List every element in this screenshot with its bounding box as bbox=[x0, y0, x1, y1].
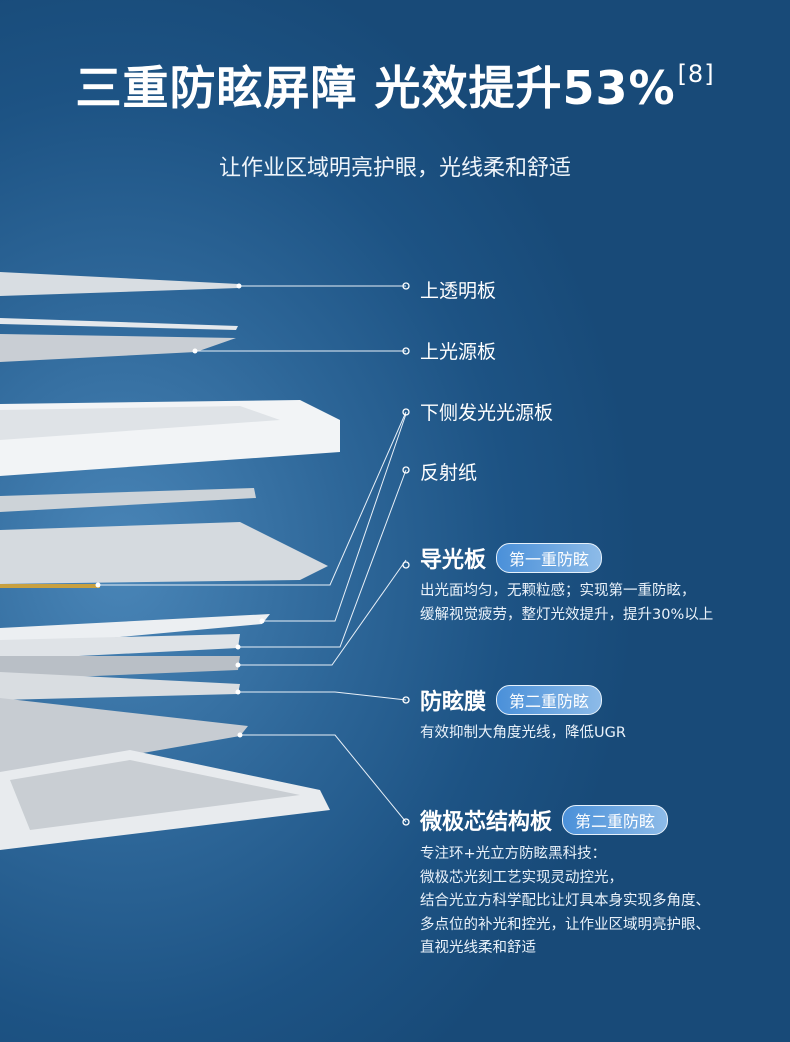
label-top-light-source-board: 上光源板 bbox=[420, 341, 497, 363]
layer-top-transparent-panel bbox=[0, 272, 239, 296]
footnote-ref: [8] bbox=[677, 60, 715, 88]
label-anchor-rings bbox=[402, 282, 410, 826]
anti-glare-film-description: 有效抑制大角度光线，降低UGR bbox=[420, 725, 626, 741]
layer-bottom-frame bbox=[0, 750, 330, 850]
layer-strip bbox=[0, 488, 256, 512]
label-reflector-paper: 反射纸 bbox=[420, 462, 478, 484]
micro-structure-heading: 微极芯结构板第二重防眩 bbox=[420, 804, 669, 836]
leader-dots bbox=[95, 283, 265, 738]
layer-top-light-source-board bbox=[0, 334, 236, 362]
leader-lines bbox=[98, 285, 407, 823]
anti-glare-film-heading: 防眩膜第二重防眩 bbox=[420, 684, 603, 716]
layer-frame-outline bbox=[0, 318, 238, 330]
light-guide-heading: 导光板第一重防眩 bbox=[420, 542, 603, 574]
layer-white-housing bbox=[0, 400, 340, 476]
micro-structure-description: 专注环+光立方防眩黑科技：微极芯光刻工艺实现灵动控光，结合光立方科学配比让灯具本… bbox=[420, 846, 710, 956]
anti-glare-badge: 第一重防眩 bbox=[496, 543, 603, 573]
page-subtitle: 让作业区域明亮护眼，光线柔和舒适 bbox=[218, 156, 571, 181]
label-top-transparent-panel: 上透明板 bbox=[420, 280, 497, 302]
layer-light-guide-plate bbox=[0, 634, 240, 660]
anti-glare-badge: 第二重防眩 bbox=[562, 805, 669, 835]
layer-micro-structure-board bbox=[0, 698, 248, 778]
layer-side-light-board bbox=[0, 522, 328, 588]
anti-glare-badge: 第二重防眩 bbox=[496, 685, 603, 715]
light-guide-description: 出光面均匀，无颗粒感；实现第一重防眩，缓解视觉疲劳，整灯光效提升，提升30%以上 bbox=[420, 583, 714, 623]
page-title: 三重防眩屏障 光效提升53%[8] bbox=[75, 60, 715, 115]
label-side-light-source-board: 下侧发光光源板 bbox=[420, 402, 554, 424]
layer-anti-glare-film bbox=[0, 656, 240, 700]
